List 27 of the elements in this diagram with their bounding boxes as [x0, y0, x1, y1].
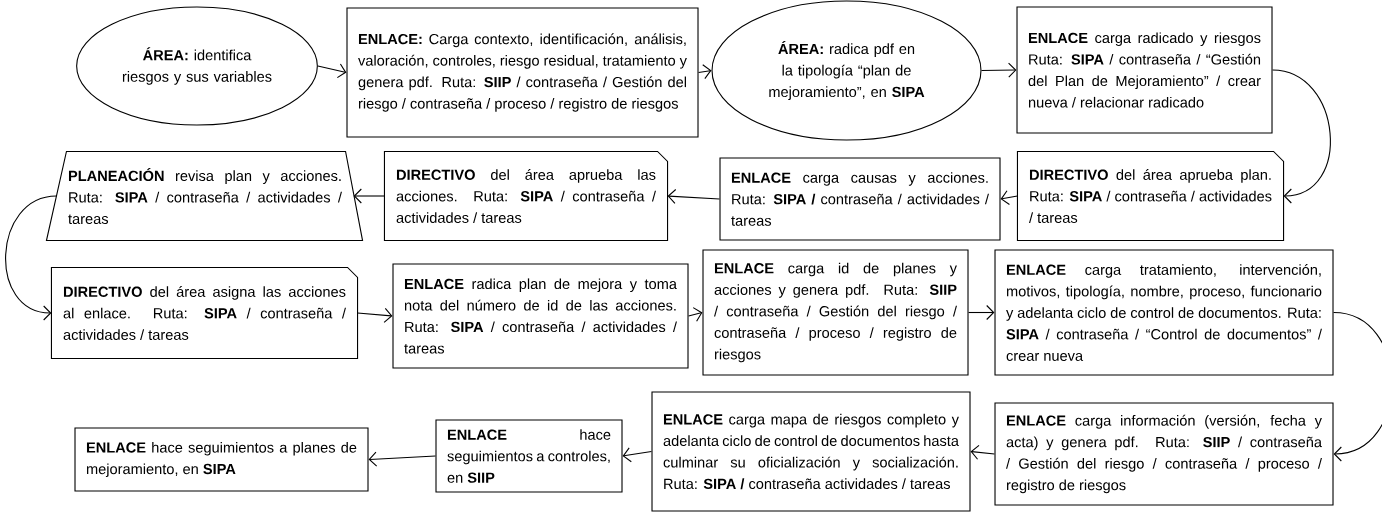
process-box: ENLACE: Carga contexto, identificación, análisis, valoración, controles, riesgo residual, tratamiento y genera pdf. Ruta: SIIP / contraseña / Gestión del riesgo / contraseña / proceso / registro de riesgos: [346, 7, 699, 138]
process-box: ENLACE carga tratamiento, intervención, motivos, tipología, nombre, proceso, funcionario y adelanta ciclo de control de documentos. Ruta: SIPA / contraseña / “Control de documentos” / crear nueva: [994, 249, 1334, 376]
process-box: ENLACE hace seguimientos a planes de mejoramiento, en SIPA: [74, 427, 369, 492]
process-box: ENLACE carga radicado y riesgos Ruta: SIPA / contraseña / “Gestión del Plan de Mejoramiento” / crear nueva / relacionar radicado: [1016, 6, 1273, 134]
arrow: [622, 447, 652, 463]
arrow: [317, 63, 347, 79]
arrow: [1333, 311, 1382, 462]
arrow: [970, 444, 995, 460]
process-box: ENLACE carga causas y acciones. Ruta: SIPA / contraseña / actividades / tareas: [719, 157, 1001, 241]
card-box: DIRECTIVO del área aprueba plan. Ruta: SIPA / contraseña / actividades / tareas: [1016, 150, 1285, 242]
process-box: ENLACE hace seguimientos a controles, en SIIP: [435, 419, 623, 493]
process-box: ENLACE carga id de planes y acciones y genera pdf. Ruta: SIIP / contraseña / Gestión del riesgo / contraseña / proceso / registro de riesgos: [702, 249, 969, 376]
arrow: [981, 62, 1017, 78]
arrow: [1272, 69, 1331, 204]
arrow: [368, 451, 436, 467]
trapezoid-box: PLANEACIÓN revisa plan y acciones. Ruta: SIPA / contraseña / actividades / tareas: [45, 150, 364, 242]
arrow: [353, 188, 385, 204]
arrow: [667, 188, 720, 204]
arrow: [5, 195, 57, 321]
process-box: ENLACE carga información (versión, fecha y acta) y genera pdf. Ruta: SIIP / contraseña / Gestión del riesgo / contraseña / proceso / registro de riesgos: [994, 402, 1334, 506]
process-box: ENLACE carga mapa de riesgos completo y adelanta ciclo de control de documentos hasta culminar su oficialización y socialización. Ruta: SIPA / contraseña actividades / tareas: [651, 391, 971, 512]
arrow: [1000, 190, 1018, 206]
card-box: DIRECTIVO del área asigna las acciones al enlace. Ruta: SIPA / contraseña / actividades / tareas: [50, 266, 359, 360]
arrow: [357, 307, 393, 323]
arrow: [968, 304, 995, 321]
card-box: DIRECTIVO del área aprueba las acciones. Ruta: SIPA / contraseña / actividades / tareas: [383, 150, 669, 242]
process-box: ENLACE radica plan de mejora y toma nota del número de id de las acciones. Ruta: SIPA / contraseña / actividades / tareas: [392, 263, 689, 369]
